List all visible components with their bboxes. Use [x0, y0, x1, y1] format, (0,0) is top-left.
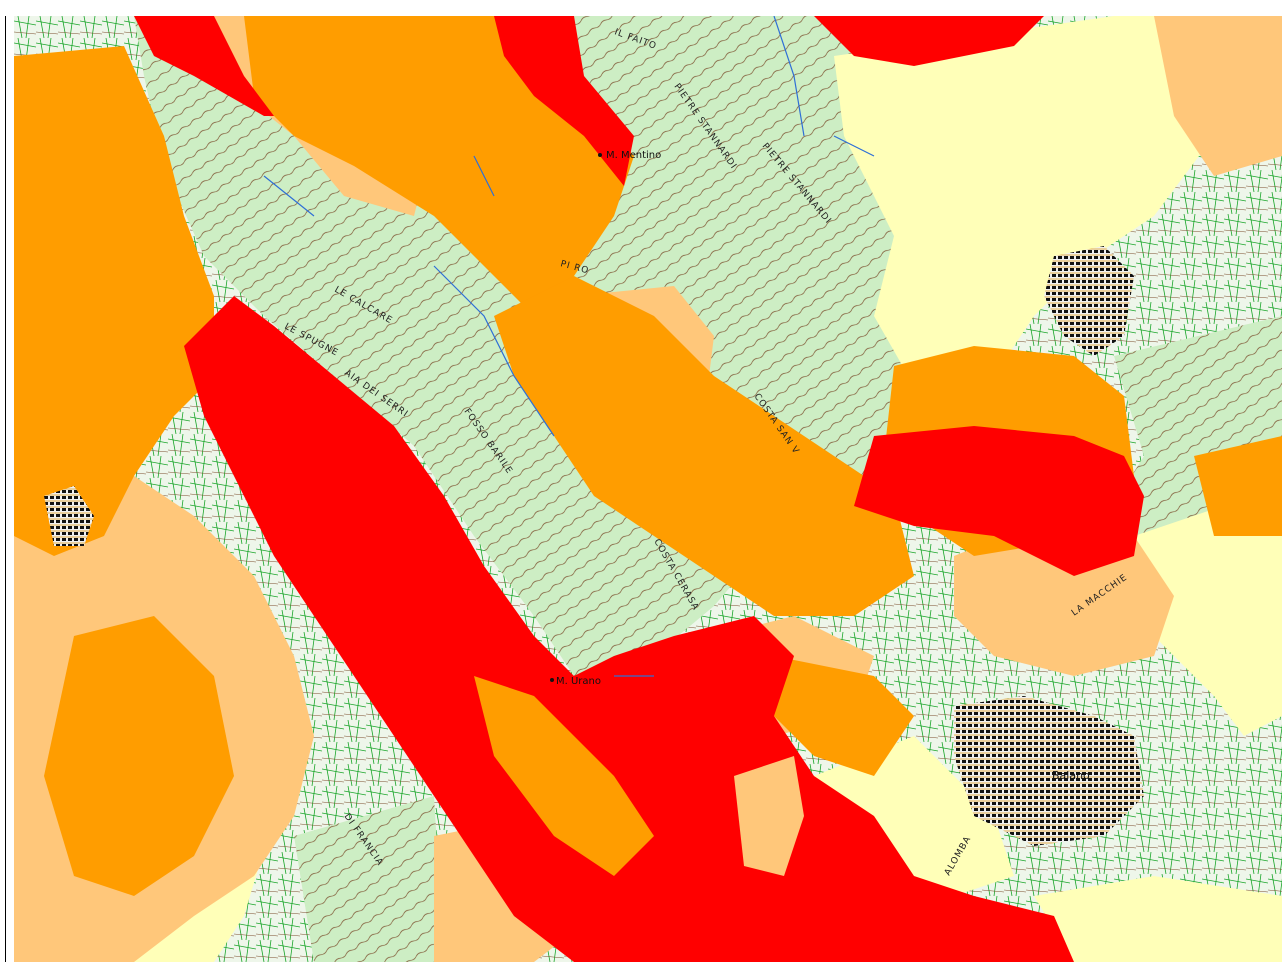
very-high-zone-north-1 — [134, 16, 274, 116]
high-zone-northwest — [14, 46, 214, 556]
map-svg[interactable]: M. Mentino M. Urano Balano IL FAITO PIET… — [14, 16, 1282, 962]
very-high-zone-main-band — [184, 296, 1074, 962]
map-canvas[interactable]: M. Mentino M. Urano Balano IL FAITO PIET… — [14, 16, 1282, 962]
medium-patch-red-band — [734, 756, 804, 876]
settlement-balano — [954, 696, 1144, 846]
high-zone-south-center — [774, 656, 914, 776]
peak-label-urano: M. Urano — [556, 676, 601, 687]
very-high-zone-north-2 — [494, 16, 634, 186]
low-zone-northeast — [834, 16, 1282, 386]
low-zone-southeast-2 — [1034, 876, 1282, 962]
peak-label-mentino: M. Mentino — [606, 150, 661, 161]
settlement-west — [44, 486, 94, 546]
hillside-contour-south — [294, 796, 444, 962]
stream-1 — [433, 16, 875, 437]
very-high-zone-east-block — [854, 426, 1144, 576]
low-zone-east — [1134, 486, 1282, 736]
high-zone-east-edge — [1194, 436, 1282, 536]
high-patch-red-band — [474, 676, 654, 876]
stream-2 — [263, 155, 654, 677]
high-zone-southwest — [44, 616, 234, 896]
peak-marker-urano — [550, 678, 554, 682]
peak-marker-mentino — [598, 153, 602, 157]
map-left-border — [5, 16, 6, 962]
very-high-zone-north-3 — [814, 16, 1044, 66]
medium-zone-northeast — [1154, 16, 1282, 176]
settlement-north — [1044, 246, 1134, 356]
town-label-balano: Balano — [1052, 769, 1090, 782]
high-zone-central-band — [494, 276, 914, 616]
